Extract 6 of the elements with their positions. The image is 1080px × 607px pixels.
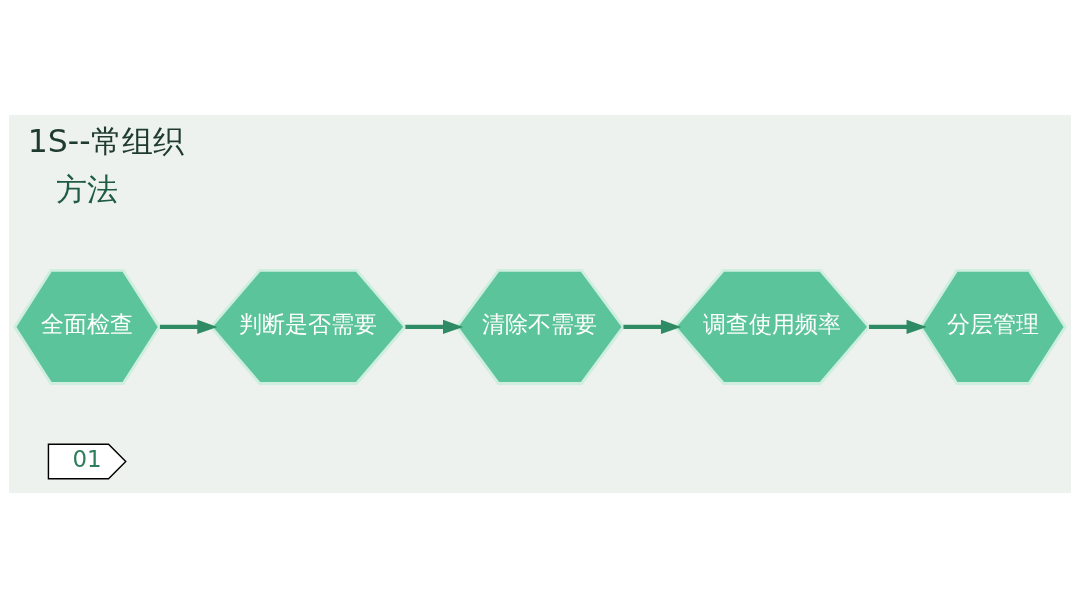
diagram-title: 1S--常组织 [27, 122, 184, 159]
arrow [869, 319, 927, 334]
arrow [405, 319, 464, 334]
label: 方法 [56, 170, 119, 207]
arrow [623, 319, 682, 334]
arrow [159, 319, 218, 334]
